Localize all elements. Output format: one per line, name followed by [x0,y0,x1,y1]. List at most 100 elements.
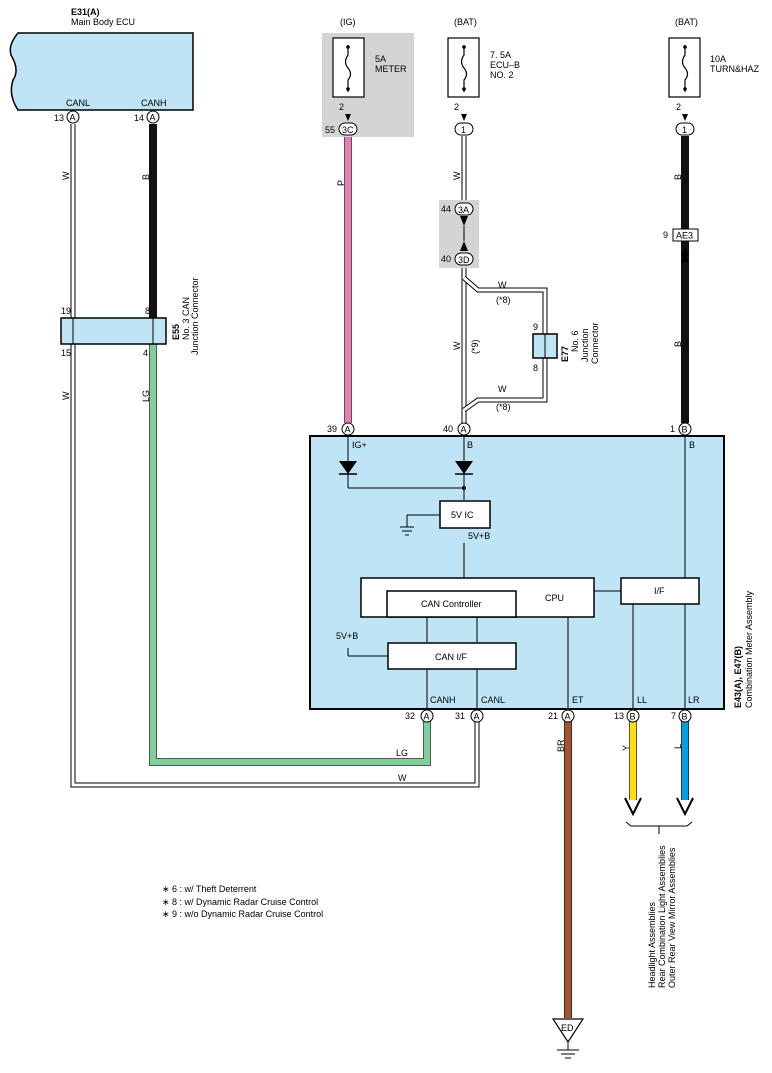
e77-code: E77 [560,346,570,362]
meter-top-pin-39: 39 [327,424,337,434]
meter-bottom-label-et: ET [572,695,584,705]
meter-bottom-conn-21 [561,709,575,723]
main-ecu-conn-a-canh-label: A [150,113,156,123]
wire-label-note8-bot: (*8) [496,402,511,412]
wire-e77-bottom-fill [463,357,547,412]
ae3-arrow-2 [681,253,689,262]
meter-top-conn-39 [341,422,355,436]
meter-top-conn-1 [678,422,692,436]
meter-bottom-conn-32 [420,709,434,723]
e77-line3: Connector [590,322,600,364]
wire-label-note8-top: (*8) [496,295,511,305]
fuse-turn-icon [681,45,689,92]
conn-3c [338,122,358,136]
combination-meter: 39 A IG+ 40 A B 1 B B [309,422,754,723]
main-ecu-conn-a-canl-label: A [70,113,76,123]
wire-label-p: P [336,180,346,186]
junction-3a-3d: 44 3A 40 3D [439,200,479,268]
fuse-turn-pin: 2 [676,102,681,112]
meter-can-if-supply: 5V+B [336,631,358,641]
meter-name: Combination Meter Assembly [744,590,754,708]
conn-1-ecub-label: 1 [461,125,466,135]
fuse-meter-name: METER [375,64,407,74]
ground-triangle [551,1018,585,1044]
fuse-meter-arrow [345,114,351,121]
wire-label-w-canl: W [61,171,71,180]
e55-pin-15: 15 [61,348,71,358]
connector-ae3: 9 AE3 [663,228,699,262]
wire-labels: W B P W B B LG W W (*9) W (*8) W (*8) LG… [61,171,683,783]
meter-bottom-label-ll: LL [637,695,647,705]
meter-bottom-conn-7 [678,709,692,723]
fuse-turn-arrow [682,114,688,121]
wire-label-w-lower: W [498,384,507,394]
meter-bottom-conn-13-label: B [630,712,636,722]
destination-rear-combination: Rear Combination Light Assemblies [657,845,667,988]
ground-ed: ED [551,1018,585,1059]
meter-junction-dot [462,486,466,490]
meter-can-if-label: CAN I/F [435,652,468,662]
footnote-8: ∗ 8 : w/ Dynamic Radar Cruise Control [162,896,319,907]
meter-bottom-conn-13 [626,709,640,723]
meter-bottom-pin-13: 13 [614,711,624,721]
fuse-ecu-b: (BAT) 7. 5A ECU–B NO. 2 2 1 [447,17,520,136]
fuse-ecub-source: (BAT) [454,17,477,27]
fuse-ecub-dot-top [462,45,466,49]
junction-e55: 19 8 15 4 E55 No. 3 CAN Junction Connect… [60,277,200,358]
meter-bottom-pin-32: 32 [405,711,415,721]
meter-5v-ic-box [439,500,491,529]
meter-if-box [620,577,700,605]
fuse-ecub-name2: NO. 2 [490,70,514,80]
wire-label-b-canh: B [141,174,151,180]
conn-1-turn [675,122,695,136]
meter-bottom-conn-32-label: A [424,712,430,722]
fuse-turn-dot-bottom [683,87,687,91]
e55-pin-19: 19 [61,306,71,316]
fuse-meter-rating: 5A [375,54,386,64]
footnote-9: ∗ 9 : w/o Dynamic Radar Cruise Control [162,909,324,919]
conn-3d-arrow [460,241,468,251]
wires [70,124,689,1018]
fuse-meter-conn-num: 55 [325,125,335,135]
main-ecu-pin-14: 14 [134,113,144,123]
fuse-ecub-pin: 2 [454,102,459,112]
wire-label-w-mid: W [452,341,462,350]
conn-3d-label: 3D [458,255,470,265]
fuse-meter-source: (IG) [340,17,356,27]
fuse-turn-source: (BAT) [675,17,698,27]
ae3-num: 9 [663,230,668,240]
fuse-turn-dot-top [683,45,687,49]
conn-3d [454,252,474,266]
fuse-ecub-icon [460,45,468,92]
meter-bottom-pin-7: 7 [671,711,676,721]
meter-if-label: I/F [654,586,665,596]
fuse-ecub-name: ECU–B [490,60,520,70]
wire-e77-top-fill [463,276,547,335]
meter-top-label-b: B [467,440,473,450]
meter-cpu-label: CPU [545,593,564,603]
footnote-6: ∗ 6 : w/ Theft Deterrent [162,884,257,894]
meter-bottom-conn-31-label: A [474,712,480,722]
destination-mirror: Outer Rear View Mirror Assemblies [667,847,677,988]
e55-code: E55 [171,324,181,340]
e55-line1: No. 3 CAN [181,297,191,340]
main-body-ecu: E31(A) Main Body ECU CANL CANH 13 14 [9,7,194,123]
main-ecu-conn-a-canh [146,110,160,124]
footnotes: ∗ 6 : w/ Theft Deterrent ∗ 8 : w/ Dynami… [162,883,323,921]
conn-3a-num: 44 [441,204,451,214]
main-ecu-conn-a-canl [66,110,80,124]
wire-w-canl-fill [71,124,479,787]
meter-code: E43(A), E47(B) [733,646,743,708]
fuse-meter-dot-bottom [346,87,350,91]
meter-diode-igplus [339,461,357,474]
wire-label-b-turn2: B [673,341,683,347]
wire-label-note9: (*9) [470,339,480,354]
conn-3a-label: 3A [458,205,469,215]
meter-box [309,435,725,710]
fuse-meter-icon [344,45,352,92]
fuse-turn-name: TURN&HAZ [710,64,760,74]
ae3-label: AE3 [676,231,693,241]
meter-bottom-label-lr: LR [688,695,700,705]
ground-label: ED [561,1023,574,1033]
